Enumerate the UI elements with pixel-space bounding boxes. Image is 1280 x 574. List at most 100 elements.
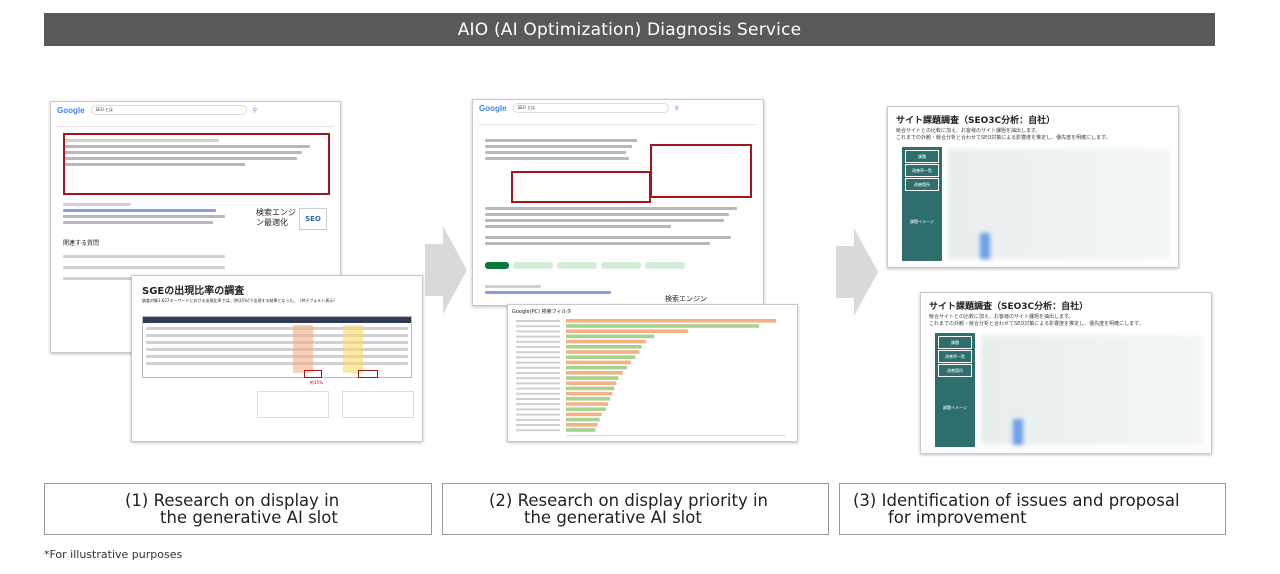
google-logo: Google — [57, 105, 85, 115]
bar-c11 — [566, 371, 623, 375]
bar-label-c15 — [516, 392, 560, 395]
bar-label-c8 — [516, 356, 560, 359]
card-title: サイト課題調査（SEO3C分析：自社） — [896, 116, 1056, 126]
issue-sidebar: 課題 改善率一覧 改善箇所 課題イメージ — [902, 147, 942, 261]
report-highlight-a — [304, 370, 322, 378]
google-logo: Google — [479, 103, 507, 113]
bar-label-c13 — [516, 382, 560, 385]
blurred-bar — [980, 233, 990, 259]
card-desc-line-2: これまでの外観・競合分析と合わせてSEO対策による影響度を推定し、優先度を明確に… — [896, 135, 1111, 141]
bar-c16 — [566, 397, 611, 401]
bar-c3 — [566, 329, 688, 333]
caption-step-2-line-2: the generative AI slot — [524, 508, 702, 527]
bar-label-c7 — [516, 351, 560, 354]
card-desc-line-1: 競合サイトとの比較に加え、お客様のサイト課題を抽出します。 — [896, 128, 1041, 134]
serp-tabs — [479, 116, 757, 125]
ai-slot-highlight-right — [650, 144, 752, 198]
bar-label-c21 — [516, 424, 560, 426]
bar-c21 — [566, 423, 598, 427]
bar-c17 — [566, 402, 608, 406]
knowledge-panel-heading: 検索エンジン最適化 — [256, 208, 296, 227]
serp-header: Google SEO とは ⚲ — [51, 102, 340, 118]
report-subtitle: 調査対象1,627キーワードにおける出現比率では、[約35%]で出現する結果とな… — [142, 298, 338, 303]
bar-label-c18 — [516, 408, 560, 411]
menu-item-issue: 課題 — [905, 150, 939, 163]
bar-label-c3 — [516, 330, 560, 333]
bar-c18 — [566, 407, 606, 411]
knowledge-panel-heading: 検索エンジン — [665, 295, 707, 303]
seo-image: SEO — [299, 208, 327, 230]
bar-label-c5 — [516, 340, 560, 343]
menu-item-improvement-points: 改善箇所 — [905, 178, 939, 191]
bar-c8 — [566, 355, 636, 359]
bar-label-c16 — [516, 398, 560, 400]
menu-item-improvement-list: 改善率一覧 — [905, 164, 939, 177]
report-highlight-b — [358, 370, 378, 378]
caption-step-2: (2) Research on display priority in the … — [442, 483, 829, 535]
card-desc-line-2: これまでの外観・競合分析と合わせてSEO対策による影響度を推定し、優先度を明確に… — [929, 321, 1144, 327]
caption-step-3: (3) Identification of issues and proposa… — [839, 483, 1226, 535]
serp-header: Google SEO とは ⚲ — [473, 100, 763, 116]
bar-label-c12 — [516, 377, 560, 380]
caption-step-2-line-1: (2) Research on display priority in — [489, 491, 769, 510]
search-input[interactable]: SEO とは — [90, 105, 247, 115]
bar-c5 — [566, 339, 646, 344]
issue-sidebar: 課題 改善率一覧 改善箇所 課題イメージ — [935, 333, 975, 447]
caption-step-1: (1) Research on display in the generativ… — [44, 483, 432, 535]
blurred-bar — [1013, 419, 1023, 445]
bar-c22 — [566, 428, 596, 432]
ai-slot-highlight-left — [511, 171, 651, 203]
search-input[interactable]: SEO とは — [512, 103, 669, 113]
bar-label-c22 — [516, 429, 560, 432]
panel2-bar-chart: Google(PC) 検索フィルタ — [507, 304, 798, 442]
report-title: SGEの出現比率の調査 — [142, 286, 245, 297]
bar-c14 — [566, 386, 615, 391]
sge-slot-highlight — [63, 133, 330, 195]
bar-label-c6 — [516, 346, 560, 348]
bar-label-c9 — [516, 361, 560, 364]
bar-label-c20 — [516, 418, 560, 421]
bar-chart-svg — [516, 319, 786, 436]
caption-step-1-line-1: (1) Research on display in — [125, 491, 340, 510]
bar-label-c19 — [516, 413, 560, 416]
serp-tabs — [57, 118, 334, 127]
highlight-value: 約35% — [310, 380, 323, 385]
bar-c20 — [566, 417, 600, 422]
bar-label-c4 — [516, 335, 560, 338]
card-description: 競合サイトとの比較に加え、お客様のサイト課題を抽出します。 これまでの外観・競合… — [896, 128, 1111, 142]
card-title: サイト課題調査（SEO3C分析：自社） — [929, 302, 1089, 312]
bar-c12 — [566, 376, 619, 380]
bar-c9 — [566, 360, 632, 365]
bar-c4 — [566, 334, 655, 339]
bar-c1 — [566, 319, 776, 323]
chart-title: Google(PC) 検索フィルタ — [512, 309, 572, 315]
bar-label-c14 — [516, 387, 560, 390]
caption-step-1-line-2: the generative AI slot — [160, 508, 338, 527]
menu-item-issue-image: 課題イメージ — [910, 219, 934, 224]
service-banner: AIO (AI Optimization) Diagnosis Service — [44, 13, 1215, 46]
panel2-serp-screenshot: Google SEO とは ⚲ 検索エンジン — [472, 99, 764, 306]
arrow-right-icon — [836, 228, 878, 316]
caption-step-3-line-1: (3) Identification of issues and proposa… — [853, 491, 1180, 510]
panel1-report-overlay: SGEの出現比率の調査 調査対象1,627キーワードにおける出現比率では、[約3… — [131, 275, 423, 442]
panel3-card-top: サイト課題調査（SEO3C分析：自社） 競合サイトとの比較に加え、お客様のサイト… — [887, 106, 1179, 268]
bar-c13 — [566, 381, 617, 385]
illustrative-footnote: *For illustrative purposes — [44, 548, 183, 561]
search-icon[interactable]: ⚲ — [674, 104, 679, 112]
search-icon[interactable]: ⚲ — [252, 106, 257, 114]
bar-c2 — [566, 324, 760, 328]
related-questions-heading: 関連する質問 — [63, 240, 100, 247]
card-description: 競合サイトとの比較に加え、お客様のサイト課題を抽出します。 これまでの外観・競合… — [929, 314, 1144, 328]
bar-c15 — [566, 391, 613, 396]
caption-step-3-line-2: for improvement — [888, 508, 1027, 527]
bar-label-c10 — [516, 366, 560, 369]
bar-label-c17 — [516, 403, 560, 406]
arrow-right-icon — [425, 226, 467, 314]
banner-title: AIO (AI Optimization) Diagnosis Service — [457, 19, 802, 40]
bar-label-c1 — [516, 320, 560, 322]
bar-c19 — [566, 412, 602, 417]
bar-label-c2 — [516, 325, 560, 328]
bar-label-c11 — [516, 372, 560, 374]
bar-c10 — [566, 365, 627, 370]
report-table — [142, 316, 412, 378]
